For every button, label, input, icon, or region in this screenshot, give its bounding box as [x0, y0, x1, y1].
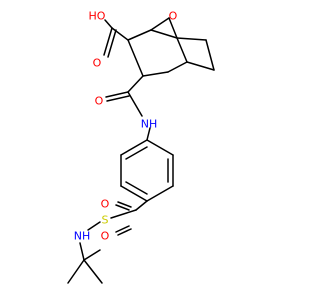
bond-tb3	[83, 249, 101, 261]
bond-ob2	[168, 17, 178, 39]
bonds	[67, 17, 215, 284]
bond-s-o2a	[115, 225, 130, 233]
bond-b1	[146, 139, 174, 156]
bond-r-s	[135, 200, 148, 211]
bond-c-ring	[111, 27, 129, 41]
bond-r2	[150, 29, 178, 39]
bond-c-oh	[104, 19, 113, 29]
bond-tb2	[83, 259, 103, 284]
bond-s-o2b	[117, 228, 132, 236]
atom-labels: HO O O O NH O S O NH	[74, 10, 178, 243]
bridge-oxygen-label: O	[169, 10, 178, 23]
bond-b6	[120, 139, 148, 156]
bond-n-ring	[146, 127, 151, 141]
bond-b4	[120, 185, 148, 202]
bond-c-o-2	[107, 29, 117, 58]
bond-r9	[186, 61, 215, 71]
bond-b-d3	[125, 146, 148, 160]
bond-r3	[176, 37, 188, 63]
bond-b3	[146, 185, 174, 202]
bond-c-o-1	[103, 27, 113, 56]
bond-s-o1b	[117, 201, 132, 208]
bond-b-d2	[125, 181, 148, 195]
bond-r4	[167, 61, 188, 73]
bond-ob1	[150, 17, 170, 31]
sulfur-label: S	[102, 214, 109, 227]
bond-tb1	[67, 259, 85, 284]
bond-s-o1a	[115, 204, 130, 211]
sulfonyl-oxygen-bottom-label: O	[101, 230, 110, 243]
amide-nh-label: NH	[141, 118, 158, 131]
bond-n-c	[79, 242, 85, 261]
sulfonyl-oxygen-top-label: O	[101, 198, 110, 211]
bond-am-n	[127, 91, 143, 117]
carboxyl-oxygen-label: O	[93, 57, 102, 70]
bond-r6	[127, 39, 144, 77]
bond-s-n	[87, 221, 101, 231]
amide-oxygen-label: O	[95, 95, 104, 108]
bond-am-o1	[105, 91, 129, 98]
carboxyl-hydroxyl-label: HO	[89, 10, 106, 23]
bond-r5	[142, 71, 169, 77]
sulfonamide-nh-label: NH	[74, 230, 91, 243]
bond-am1	[127, 75, 144, 93]
bond-r8	[205, 39, 215, 71]
molecule-structure: HO O O O NH O S O NH	[67, 10, 215, 284]
bond-am-o2	[106, 95, 130, 102]
bond-r7	[176, 37, 207, 41]
bond-s-c	[110, 209, 137, 219]
bond-r1	[127, 29, 152, 41]
